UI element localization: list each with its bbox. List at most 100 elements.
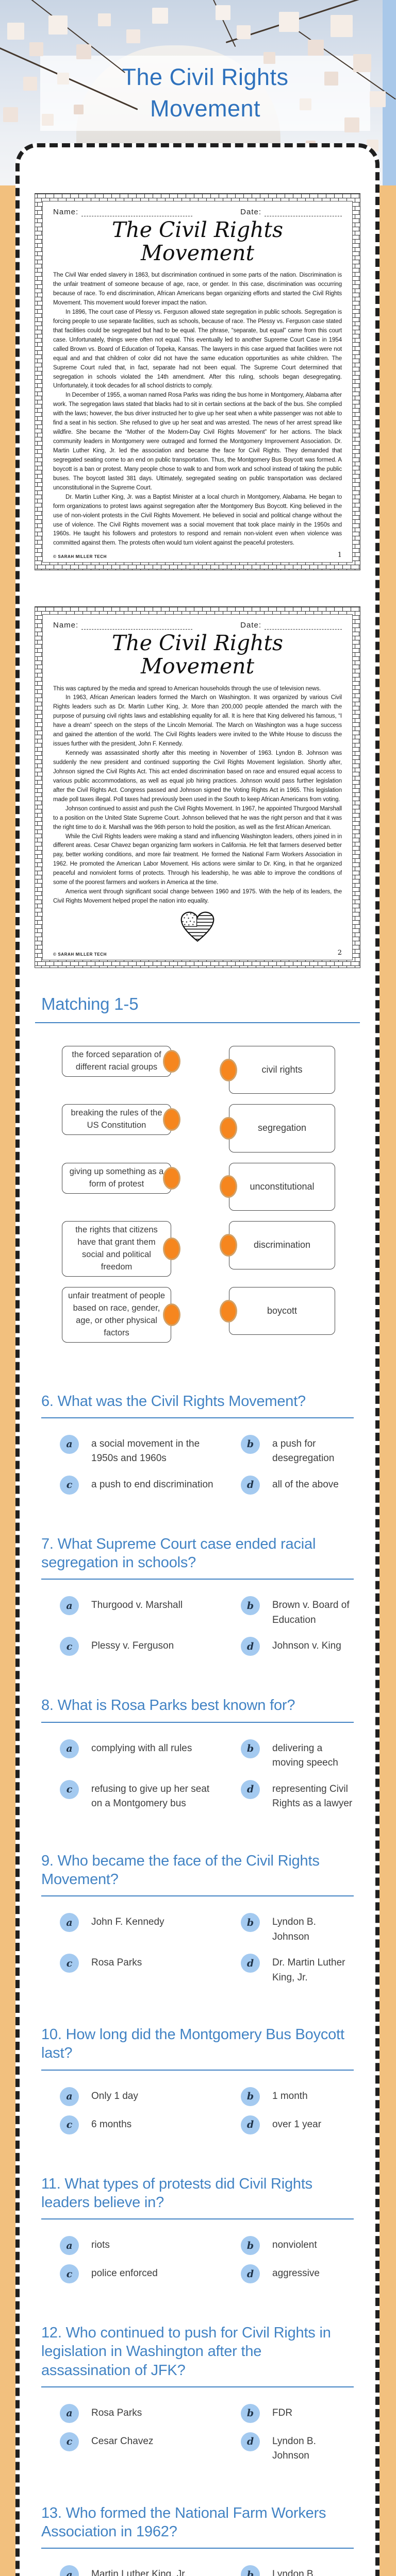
- match-left-5[interactable]: unfair treatment of people based on race…: [62, 1286, 180, 1343]
- match-left-text: unfair treatment of people based on race…: [68, 1291, 166, 1337]
- match-left-4[interactable]: the rights that citizens have that grant…: [62, 1221, 180, 1277]
- option-c[interactable]: c Rosa Parks: [60, 1954, 233, 1985]
- option-b[interactable]: b Lyndon B. Johnson: [241, 1913, 354, 1944]
- option-letter-badge[interactable]: a: [60, 2565, 79, 2576]
- match-right-text: civil rights: [261, 1064, 303, 1075]
- option-letter-badge[interactable]: b: [241, 1596, 260, 1616]
- option-letter-badge[interactable]: b: [241, 2236, 260, 2256]
- match-left-2[interactable]: breaking the rules of the US Constitutio…: [62, 1104, 180, 1136]
- option-text: Rosa Parks: [91, 2407, 142, 2418]
- connector-dot[interactable]: [163, 1108, 180, 1131]
- option-letter-badge[interactable]: b: [241, 1913, 260, 1933]
- connector-dot[interactable]: [163, 1303, 180, 1326]
- connector-dot[interactable]: [163, 1049, 180, 1073]
- option-letter-badge[interactable]: b: [241, 2403, 260, 2423]
- option-letter-badge[interactable]: d: [241, 1954, 260, 1973]
- match-left-3[interactable]: giving up something as a form of protest: [62, 1162, 180, 1194]
- option-letter-badge[interactable]: d: [241, 1780, 260, 1799]
- option-text: Lyndon B. Johnson: [272, 1917, 316, 1942]
- question-title: 7. What Supreme Court case ended racial …: [41, 1535, 316, 1571]
- match-left-1[interactable]: the forced separation of different racia…: [62, 1046, 180, 1077]
- question-12: 12. Who continued to push for Civil Righ…: [41, 2324, 354, 2464]
- option-letter-badge[interactable]: a: [60, 2236, 79, 2256]
- match-right-3[interactable]: unconstitutional: [220, 1162, 335, 1211]
- option-letter: b: [246, 1600, 254, 1612]
- match-left-text: the forced separation of different racia…: [72, 1050, 161, 1072]
- connector-dot[interactable]: [163, 1166, 180, 1190]
- option-letter-badge[interactable]: a: [60, 1596, 79, 1616]
- connector-dot[interactable]: [220, 1117, 237, 1140]
- match-right-1[interactable]: civil rights: [220, 1046, 335, 1094]
- option-text: Rosa Parks: [91, 1957, 142, 1969]
- option-letter-badge[interactable]: c: [60, 1637, 79, 1656]
- match-row-2: breaking the rules of the US Constitutio…: [62, 1104, 335, 1153]
- option-letter-badge[interactable]: a: [60, 1739, 79, 1758]
- option-a[interactable]: a Rosa Parks: [60, 2403, 233, 2423]
- connector-dot[interactable]: [220, 1175, 237, 1198]
- date-blank-line: [265, 211, 342, 216]
- option-letter-badge[interactable]: c: [60, 2264, 79, 2284]
- option-letter-badge[interactable]: a: [60, 1913, 79, 1933]
- match-right-4[interactable]: discrimination: [220, 1221, 335, 1269]
- match-row-4: the rights that citizens have that grant…: [62, 1221, 335, 1277]
- option-letter-badge[interactable]: c: [60, 1780, 79, 1799]
- option-letter-badge[interactable]: b: [241, 2565, 260, 2576]
- connector-dot[interactable]: [220, 1233, 237, 1257]
- option-letter-badge[interactable]: c: [60, 1475, 79, 1495]
- option-letter-badge[interactable]: c: [60, 2115, 79, 2134]
- question-underline: [41, 1417, 354, 1418]
- connector-dot[interactable]: [163, 1238, 180, 1261]
- connector-dot[interactable]: [220, 1299, 237, 1323]
- question-title: 6. What was the Civil Rights Movement?: [41, 1393, 306, 1410]
- connector-dot[interactable]: [220, 1058, 237, 1081]
- match-right-5[interactable]: boycott: [220, 1286, 335, 1335]
- match-right-2[interactable]: segregation: [220, 1104, 335, 1153]
- option-letter-badge[interactable]: b: [241, 1434, 260, 1454]
- option-letter-badge[interactable]: a: [60, 2403, 79, 2423]
- option-letter-badge[interactable]: d: [241, 2432, 260, 2451]
- option-letter-badge[interactable]: c: [60, 1954, 79, 1973]
- option-letter-badge[interactable]: a: [60, 1434, 79, 1454]
- worksheet-title: The Civil Rights Movement: [111, 631, 284, 679]
- paragraph: While the Civil Rights leaders were maki…: [53, 833, 342, 886]
- question-underline: [41, 1895, 354, 1897]
- question-underline: [41, 2548, 354, 2549]
- option-letter-badge[interactable]: a: [60, 2087, 79, 2106]
- option-letter-badge[interactable]: d: [241, 2264, 260, 2284]
- option-letter-badge[interactable]: c: [60, 2432, 79, 2451]
- option-letter-badge[interactable]: d: [241, 1637, 260, 1656]
- option-letter-badge[interactable]: b: [241, 1739, 260, 1758]
- option-letter-badge[interactable]: b: [241, 2087, 260, 2106]
- paragraph: America went through significant social …: [53, 889, 342, 905]
- option-letter-badge[interactable]: d: [241, 1475, 260, 1495]
- option-letter-badge[interactable]: d: [241, 2115, 260, 2134]
